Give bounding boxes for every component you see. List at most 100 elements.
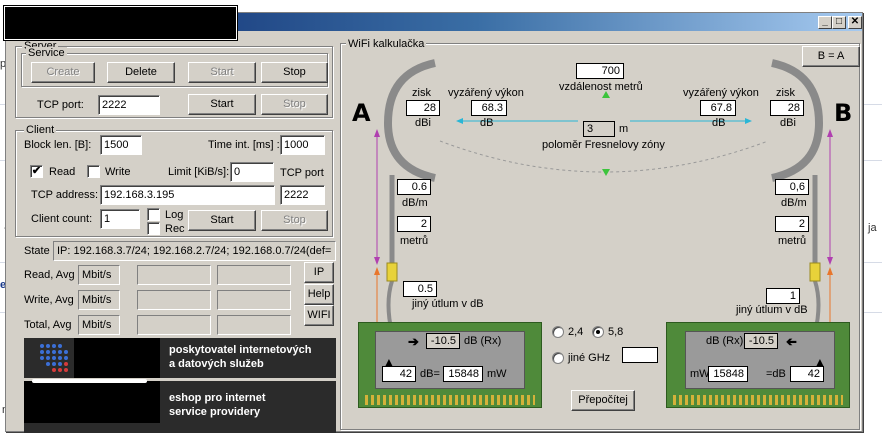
beam-left-arrow — [456, 118, 463, 124]
service-start-button[interactable]: Start — [188, 62, 256, 83]
left-gain-unit: dBi — [415, 117, 431, 129]
client-tcp-port-label: TCP port — [280, 167, 324, 179]
write-label: Write — [105, 166, 131, 178]
ad-eshop-text: eshop pro internet service providery — [169, 391, 266, 419]
tcp-address-input[interactable]: 192.168.3.195 — [100, 185, 275, 205]
right-power-value: 67.8 — [700, 100, 736, 116]
write-checkbox[interactable] — [87, 165, 100, 178]
server-start-button[interactable]: Start — [188, 94, 256, 115]
freq-other-input[interactable] — [622, 347, 658, 363]
read-checkbox[interactable]: ✔ — [30, 165, 43, 178]
block-len-label: Block len. [B]: — [24, 139, 92, 151]
tx-arrow-right-icon: ▲ — [814, 355, 826, 369]
ad-banner-isp[interactable]: poskytovatel internetových a datových sl… — [24, 338, 336, 378]
distance-input[interactable]: 700 — [576, 63, 624, 79]
rx-arrow-left-icon: ➔ — [408, 334, 419, 349]
total-unit: Mbit/s — [78, 315, 120, 335]
state-value: IP: 192.168.3.7/24; 192.168.2.7/24; 192.… — [53, 241, 336, 261]
block-len-input[interactable]: 1500 — [100, 135, 142, 155]
right-rx-label: dB (Rx) — [706, 335, 744, 347]
time-int-label: Time int. [ms] : — [208, 139, 280, 151]
write-unit: Mbit/s — [78, 290, 120, 310]
server-group — [15, 46, 333, 118]
server-tcp-port-input[interactable]: 2222 — [98, 95, 160, 115]
redacted-title — [3, 5, 238, 41]
close-button[interactable]: ✕ — [848, 16, 862, 29]
fresnel-down-arrow — [602, 169, 610, 176]
connector-a-icon — [386, 262, 398, 282]
time-int-input[interactable]: 1000 — [280, 135, 325, 155]
client-stop-button[interactable]: Stop — [261, 210, 328, 231]
left-cable-length-input[interactable]: 2 — [397, 216, 431, 232]
redacted-logo — [74, 338, 160, 378]
limit-input[interactable]: 0 — [230, 162, 274, 182]
wifi-calc-group — [340, 43, 860, 430]
create-button[interactable]: Create — [31, 62, 95, 83]
rec-checkbox[interactable] — [147, 222, 160, 235]
b-equals-a-button[interactable]: B = A — [802, 46, 860, 67]
total-avg-label: Total, Avg — [24, 319, 72, 331]
left-tx-input[interactable]: 42 — [382, 366, 416, 382]
total-avg-value — [217, 315, 291, 335]
tx-arrow-left-icon: ▲ — [383, 355, 395, 369]
right-mw-label: mW — [690, 368, 710, 380]
recalculate-button[interactable]: Přepočítej — [571, 390, 635, 411]
right-other-loss-label: jiný útlum v dB — [736, 304, 808, 316]
ip-button[interactable]: IP — [304, 262, 334, 283]
service-stop-button[interactable]: Stop — [261, 62, 328, 83]
help-button[interactable]: Help — [304, 284, 334, 305]
right-power-label: vyzářený výkon — [683, 87, 759, 99]
left-gain-input[interactable]: 28 — [406, 100, 440, 116]
client-group-label: Client — [24, 124, 57, 136]
write-avg-label: Write, Avg — [24, 294, 74, 306]
right-gain-input[interactable]: 28 — [770, 100, 804, 116]
rec-label: Rec — [165, 223, 185, 235]
read-unit: Mbit/s — [78, 265, 120, 285]
ad-banner-eshop[interactable]: eshop pro internet service providery — [24, 379, 336, 433]
freq-58-radio[interactable] — [592, 326, 604, 338]
left-gain-label: zisk — [412, 87, 431, 99]
write-avg-value — [217, 290, 291, 310]
fresnel-arc-lower — [439, 140, 769, 173]
server-stop-button[interactable]: Stop — [261, 94, 328, 115]
right-eq: =dB — [766, 368, 786, 380]
left-mw-value: 15848 — [443, 366, 483, 382]
ad-isp-line-1: poskytovatel internetových — [169, 344, 312, 356]
ad-isp-text: poskytovatel internetových a datových sl… — [169, 343, 311, 371]
client-count-input[interactable]: 1 — [100, 209, 140, 229]
right-cable-length-input[interactable]: 2 — [775, 216, 809, 232]
dish-b-icon — [771, 59, 824, 182]
left-cable-loss-input[interactable]: 0.6 — [397, 179, 431, 195]
fresnel-up-arrow — [602, 91, 610, 98]
read-avg-value — [217, 265, 291, 285]
right-other-loss-input[interactable]: 1 — [766, 288, 800, 304]
beam-right-arrow — [745, 118, 752, 124]
freq-58-label: 5,8 — [608, 326, 624, 338]
left-other-loss-input[interactable]: 0.5 — [403, 281, 437, 297]
read-label: Read — [49, 166, 76, 178]
client-start-button[interactable]: Start — [188, 210, 256, 231]
right-cable-loss-input[interactable]: 0,6 — [775, 179, 809, 195]
right-power-unit: dB — [712, 117, 726, 129]
freq-other-radio[interactable] — [552, 352, 564, 364]
right-tx-input[interactable]: 42 — [790, 366, 824, 382]
left-mw-unit: mW — [487, 368, 507, 380]
distance-label: vzdálenost metrů — [559, 81, 643, 93]
freq-24-radio[interactable] — [552, 326, 564, 338]
delete-button[interactable]: Delete — [107, 62, 175, 83]
left-power-value: 68.3 — [471, 100, 507, 116]
logo-dots-icon — [40, 344, 68, 372]
log-checkbox[interactable] — [147, 208, 160, 221]
log-label: Log — [165, 209, 184, 221]
write-value — [137, 290, 211, 310]
client-group — [15, 130, 333, 237]
left-power-unit: dB — [480, 117, 494, 129]
left-power-label: vyzářený výkon — [448, 87, 524, 99]
wifi-button[interactable]: WIFI — [304, 305, 334, 326]
connector-b-icon — [809, 262, 821, 282]
left-cable-length-unit: metrů — [400, 235, 429, 247]
minimize-button[interactable]: _ — [818, 16, 832, 29]
maximize-button[interactable]: □ — [832, 16, 846, 29]
station-a-letter: A — [352, 99, 371, 127]
client-tcp-port-input[interactable]: 2222 — [280, 185, 325, 205]
